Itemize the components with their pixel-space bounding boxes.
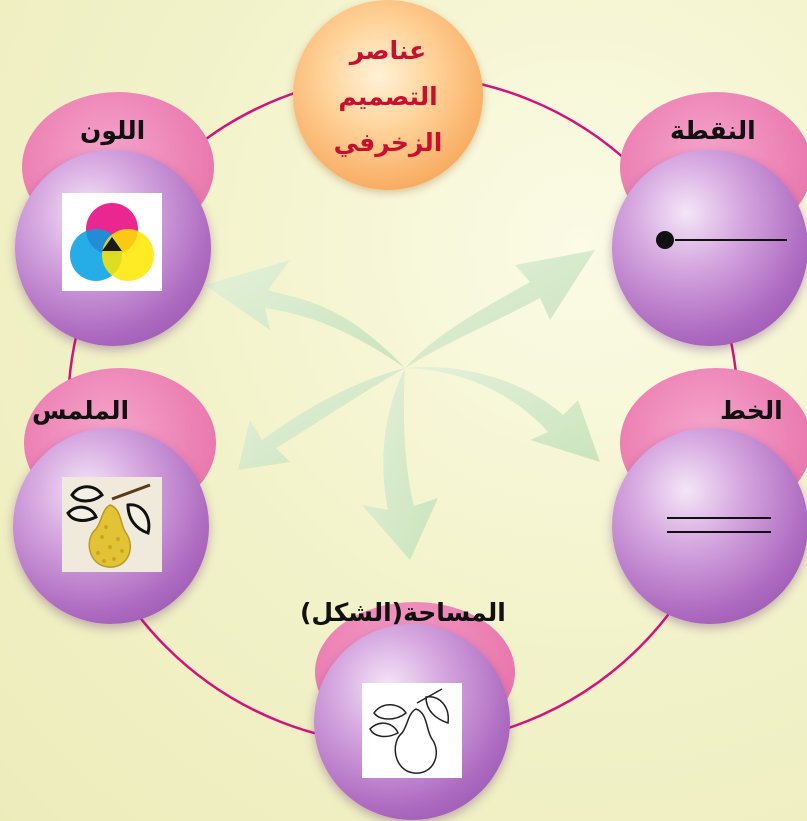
leaf-left — [70, 485, 104, 503]
leaf-outline-lower — [369, 722, 399, 738]
color-mixing-circles-icon — [62, 193, 162, 291]
yellow-circle — [102, 229, 154, 281]
center-swirl-arrows — [205, 250, 600, 560]
point-node — [612, 150, 807, 346]
leaf-outline-left — [373, 704, 407, 720]
line-label: الخط — [720, 396, 783, 425]
title-circle — [293, 0, 483, 190]
pear-body — [88, 504, 131, 568]
pear-texture — [96, 525, 124, 563]
pear-outline-icon — [362, 683, 462, 778]
leaf-outline-right — [425, 696, 449, 725]
arrow-to-point — [405, 250, 595, 368]
arrow-to-area — [362, 368, 438, 560]
textured-pear-graphic — [66, 483, 151, 568]
color-mixing-graphic — [70, 203, 154, 281]
color-label: اللون — [80, 116, 146, 145]
textured-pear-icon — [62, 477, 162, 572]
point-label: النقطة — [670, 116, 756, 145]
branch-outline — [416, 688, 443, 704]
branch — [111, 483, 151, 501]
double-line-icon — [667, 517, 771, 533]
dot-line-icon — [656, 231, 787, 249]
texture-label: الملمس — [32, 396, 130, 425]
mixed-center — [102, 237, 122, 251]
pear-outline-body — [394, 708, 437, 774]
leaf-lower — [66, 505, 98, 522]
title-line-1: عناصر — [349, 36, 427, 65]
leaf-right — [126, 503, 151, 535]
area-label: المساحة(الشكل) — [300, 598, 506, 627]
dot — [656, 231, 674, 249]
pear-outline-graphic — [369, 688, 449, 774]
title-line-2: التصميم — [338, 82, 438, 111]
arrow-to-texture — [238, 368, 405, 470]
line-node — [612, 428, 807, 624]
arrow-to-line — [405, 367, 600, 462]
arrow-to-color — [205, 260, 405, 368]
title-line-3: الزخرفي — [333, 128, 443, 157]
